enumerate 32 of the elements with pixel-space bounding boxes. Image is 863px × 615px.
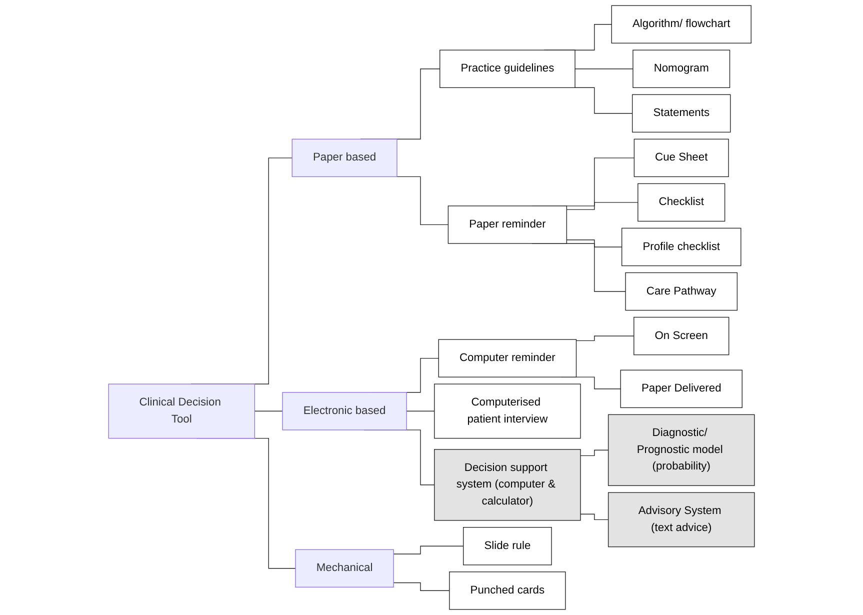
node-box: Algorithm/ flowchart (611, 5, 752, 44)
node-box: Care Pathway (625, 272, 738, 311)
connector (576, 336, 634, 342)
connector (254, 410, 283, 412)
node-box: Practice guidelines (440, 50, 576, 88)
node-box: On Screen (634, 316, 730, 356)
node-box: Decision support system (computer & calculator) (434, 449, 581, 521)
node-box: Paper reminder (448, 206, 568, 244)
node-box: Statements (632, 94, 731, 133)
connector (393, 582, 450, 591)
node-box: Profile checklist (621, 228, 742, 266)
node-box: Paper based (292, 138, 398, 178)
node-box: Slide rule (463, 527, 552, 566)
node-box: Paper Delivered (620, 370, 742, 408)
node-box: Clinical Decision Tool (108, 384, 256, 439)
node-box: Computerised patient interview (434, 384, 581, 439)
node-box: Computer reminder (438, 339, 577, 378)
connector (393, 546, 464, 554)
connector (580, 514, 609, 520)
node-box: Electronic based (282, 392, 407, 430)
node-box: Diagnostic/ Prognostic model (probability) (608, 414, 755, 486)
node-box: Advisory System (text advice) (608, 492, 755, 548)
node-box: Nomogram (632, 50, 730, 88)
connector (566, 240, 622, 248)
connector (580, 450, 609, 456)
node-box: Checklist (638, 183, 726, 222)
node-box: Punched cards (449, 572, 566, 610)
node-box: Mechanical (295, 549, 394, 588)
connector (406, 410, 435, 412)
connector (574, 68, 634, 70)
connector (566, 202, 638, 210)
node-box: Cue Sheet (634, 138, 729, 178)
